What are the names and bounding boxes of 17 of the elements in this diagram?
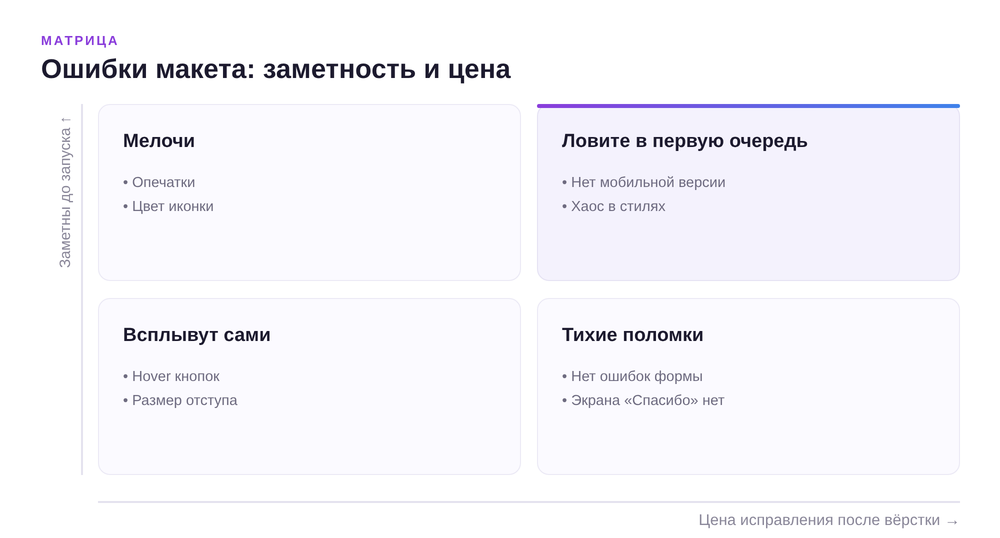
eyebrow-label: МАТРИЦА (41, 32, 120, 50)
list-item: • Размер отступа (123, 392, 238, 411)
quadrant-card (537, 104, 960, 281)
card-heading: Тихие поломки (562, 324, 704, 348)
card-heading: Всплывут сами (123, 324, 271, 348)
list-item: • Цвет иконки (123, 198, 214, 217)
list-item: • Опечатки (123, 174, 196, 193)
axis-label: Цена исправления после вёрстки → (698, 512, 960, 530)
axis-label: Заметны до запуска ↑ (57, 116, 75, 268)
card-heading: Ловите в первую очередь (562, 130, 808, 154)
card-heading: Мелочи (123, 130, 196, 154)
list-item: • Хаос в стилях (562, 198, 666, 217)
page-title: Ошибки макета: заметность и цена (41, 53, 511, 86)
list-item: • Экрана «Спасибо» нет (562, 392, 725, 411)
list-item: • Нет мобильной версии (562, 174, 726, 193)
list-item: • Hover кнопок (123, 368, 220, 387)
list-item: • Нет ошибок формы (562, 368, 703, 387)
